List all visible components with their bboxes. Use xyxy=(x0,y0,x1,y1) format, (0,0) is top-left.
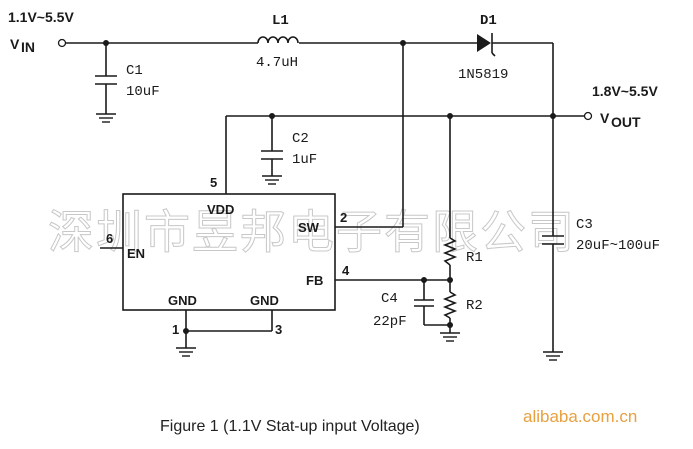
c2-ref: C2 xyxy=(292,131,309,147)
vout-name: V xyxy=(600,110,610,126)
alibaba-watermark: alibaba.com.cn xyxy=(523,407,637,426)
vin-subscript: IN xyxy=(21,39,35,55)
resistor-r2-symbol xyxy=(442,291,458,319)
pin-gnd2-number: 3 xyxy=(275,322,282,337)
pin-fb-number: 4 xyxy=(342,263,350,278)
r1-ref: R1 xyxy=(466,250,483,266)
capacitor-c3-symbol xyxy=(542,235,564,245)
ground-symbol-r2 xyxy=(440,332,460,342)
ground-symbol-c1 xyxy=(96,113,116,123)
c3-ref: C3 xyxy=(576,217,593,233)
d1-value: 1N5819 xyxy=(458,67,508,83)
ground-symbol-ic xyxy=(176,347,196,357)
vout-terminal xyxy=(583,111,593,121)
company-watermark: 深圳市昱邦电子有限公司 xyxy=(48,205,576,259)
capacitor-c1-symbol xyxy=(95,75,117,85)
pin-gnd2-label: GND xyxy=(250,293,279,308)
capacitor-c4-symbol xyxy=(414,299,434,307)
capacitor-c2-symbol xyxy=(261,150,283,160)
pin-sw-number: 2 xyxy=(340,210,347,225)
d1-ref: D1 xyxy=(480,13,497,29)
pin-vdd-number: 5 xyxy=(210,175,217,190)
c4-value: 22pF xyxy=(373,314,407,330)
pin-sw-label: SW xyxy=(298,220,320,235)
l1-ref: L1 xyxy=(272,13,289,29)
pin-gnd1-number: 1 xyxy=(172,322,179,337)
c1-ref: C1 xyxy=(126,63,143,79)
ground-symbol-c3 xyxy=(543,351,563,361)
c4-ref: C4 xyxy=(381,291,398,307)
diode-d1-symbol xyxy=(477,33,496,57)
resistor-r1-symbol xyxy=(442,237,458,266)
ground-symbol-c2 xyxy=(262,175,282,185)
c3-value: 20uF~100uF xyxy=(576,238,660,254)
r2-ref: R2 xyxy=(466,298,483,314)
junction-dots xyxy=(103,40,556,334)
pin-fb-label: FB xyxy=(306,273,323,288)
ic-body xyxy=(122,193,336,311)
circuit-wires xyxy=(66,42,584,352)
pin-gnd1-label: GND xyxy=(168,293,197,308)
figure-caption: Figure 1 (1.1V Stat-up input Voltage) xyxy=(160,418,420,435)
vin-name: V xyxy=(10,36,20,52)
c2-value: 1uF xyxy=(292,152,317,168)
l1-value: 4.7uH xyxy=(256,55,298,71)
vin-terminal xyxy=(57,38,67,48)
pin-en-number: 6 xyxy=(106,231,113,246)
vout-subscript: OUT xyxy=(611,114,641,130)
vout-range-label: 1.8V~5.5V xyxy=(592,83,658,99)
vin-range-label: 1.1V~5.5V xyxy=(8,9,74,25)
c1-value: 10uF xyxy=(126,84,160,100)
pin-vdd-label: VDD xyxy=(207,202,234,217)
pin-en-label: EN xyxy=(127,246,145,261)
inductor-l1-symbol xyxy=(257,36,299,44)
